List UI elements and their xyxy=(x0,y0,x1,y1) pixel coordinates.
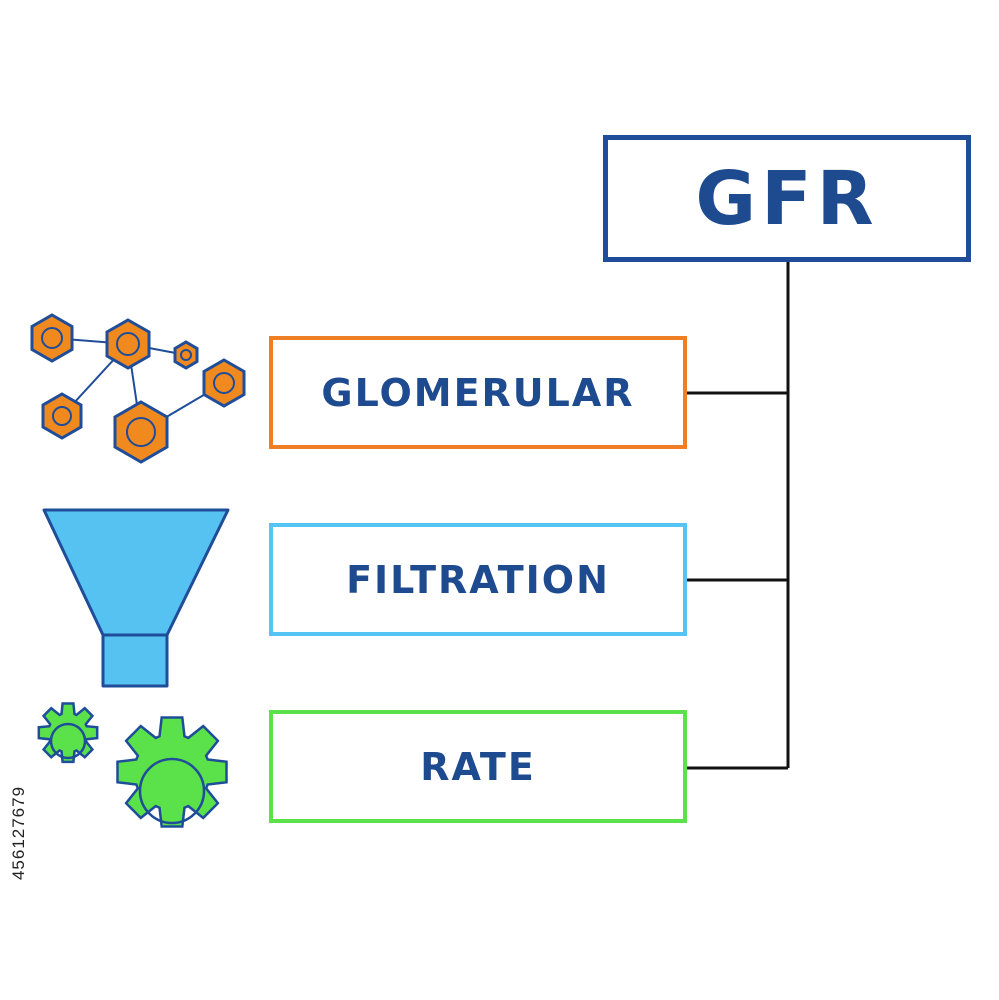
term-box-rate: RATE xyxy=(269,710,687,823)
stock-id-text: 456127679 xyxy=(9,785,28,880)
funnel-icon xyxy=(42,508,230,688)
small-gear-icon xyxy=(37,702,99,764)
term-label-filtration: FILTRATION xyxy=(346,557,610,602)
term-label-rate: RATE xyxy=(420,744,536,789)
molecule-icon xyxy=(30,313,246,464)
title-box: GFR xyxy=(603,135,971,262)
term-box-glomerular: GLOMERULAR xyxy=(269,336,687,449)
connector-lines xyxy=(687,262,790,770)
term-box-filtration: FILTRATION xyxy=(269,523,687,636)
term-label-glomerular: GLOMERULAR xyxy=(321,370,635,415)
gears-icon xyxy=(37,702,228,828)
stock-id-watermark: 456127679 xyxy=(2,765,36,900)
title-text: GFR xyxy=(695,155,879,242)
large-gear-icon xyxy=(116,716,228,828)
